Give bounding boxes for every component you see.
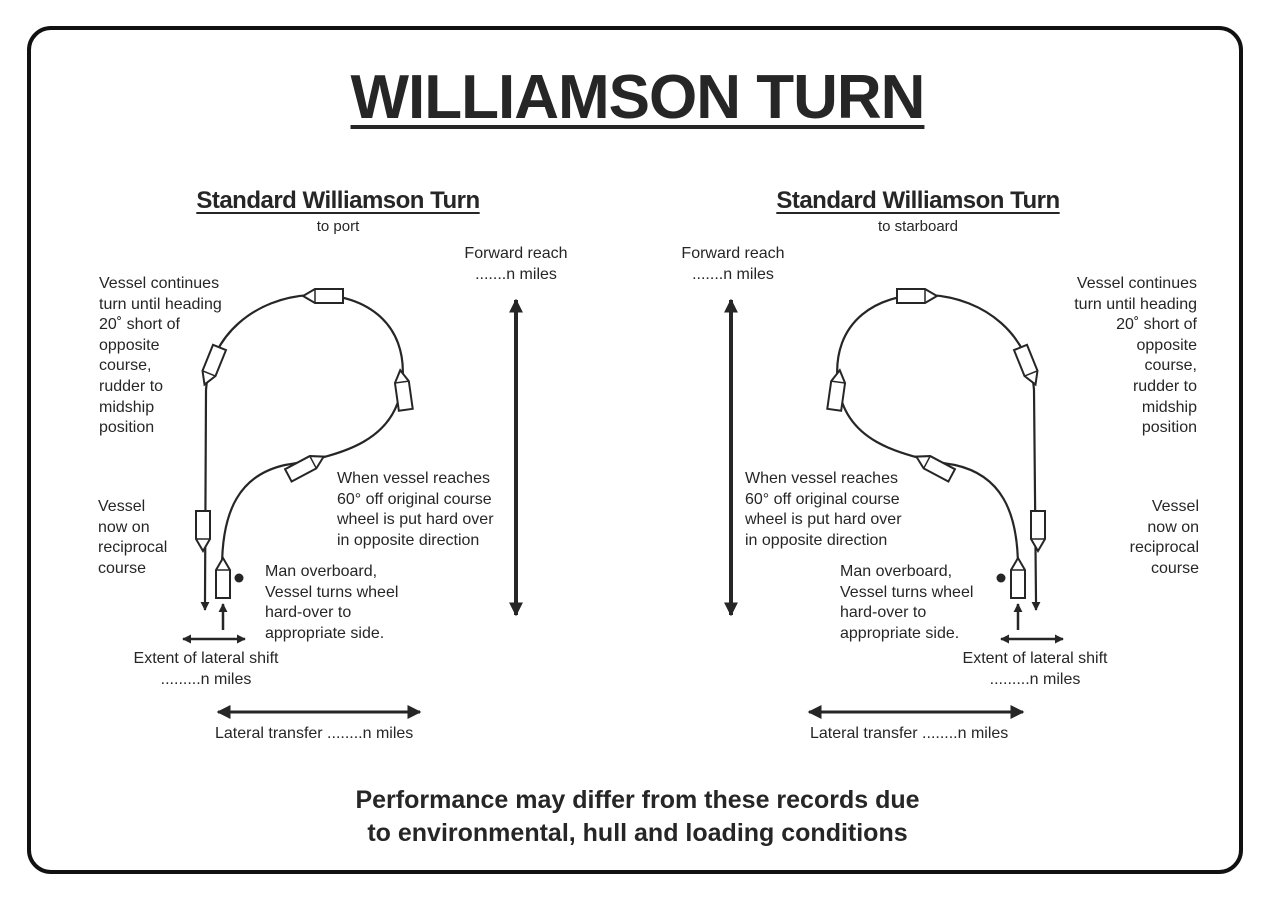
port-turn-diagram	[182, 288, 523, 719]
port-lateral-shift-label: Extent of lateral shift .........n miles	[133, 650, 279, 688]
starboard-reciprocal-label: Vessel now on reciprocal course	[1129, 498, 1199, 577]
port-continue-turn-label: Vessel continues turn until heading 20˚ …	[99, 275, 222, 437]
port-lateral-transfer-label: Lateral transfer ........n miles	[215, 725, 414, 742]
port-track-path	[203, 293, 404, 601]
starboard-lateral-shift-label: Extent of lateral shift .........n miles	[962, 650, 1108, 688]
port-subheading: to port	[316, 218, 360, 235]
starboard-ship-west	[1013, 343, 1043, 389]
port-heading: Standard Williamson Turn	[196, 187, 480, 214]
starboard-turn-diagram	[724, 288, 1064, 719]
starboard-ship-top	[896, 288, 938, 304]
starboard-lateral-transfer-label: Lateral transfer ........n miles	[810, 725, 1009, 742]
starboard-ship-sixty	[912, 449, 956, 483]
port-ship-sixty	[284, 449, 328, 483]
starboard-subheading: to starboard	[877, 218, 959, 235]
port-ship-west	[197, 343, 227, 389]
port-reciprocal-label: Vessel now on reciprocal course	[98, 498, 168, 577]
footer-disclaimer: Performance may differ from these record…	[355, 786, 920, 847]
port-man-overboard-label: Man overboard, Vessel turns wheel hard-o…	[265, 563, 399, 642]
port-ship-top	[302, 288, 344, 304]
port-sixty-degrees-label: When vessel reaches 60° off original cou…	[337, 470, 494, 549]
port-ship-reciprocal	[195, 510, 211, 552]
starboard-forward-reach-label: Forward reach .......n miles	[681, 245, 785, 283]
main-title: WILLIAMSON TURN	[350, 63, 926, 132]
port-man-overboard-dot	[234, 573, 244, 583]
starboard-sixty-degrees-label: When vessel reaches 60° off original cou…	[745, 470, 902, 549]
starboard-heading: Standard Williamson Turn	[776, 187, 1060, 214]
starboard-man-overboard-label: Man overboard, Vessel turns wheel hard-o…	[840, 563, 974, 642]
starboard-track-path	[836, 293, 1038, 601]
starboard-ship-reciprocal	[1030, 510, 1046, 552]
starboard-continue-turn-label: Vessel continues turn until heading 20˚ …	[1074, 275, 1197, 437]
port-ship-start	[215, 557, 231, 599]
port-forward-reach-label: Forward reach .......n miles	[464, 245, 568, 283]
starboard-man-overboard-dot	[996, 573, 1006, 583]
sign-frame	[27, 26, 1243, 874]
starboard-ship-start	[1010, 557, 1026, 599]
